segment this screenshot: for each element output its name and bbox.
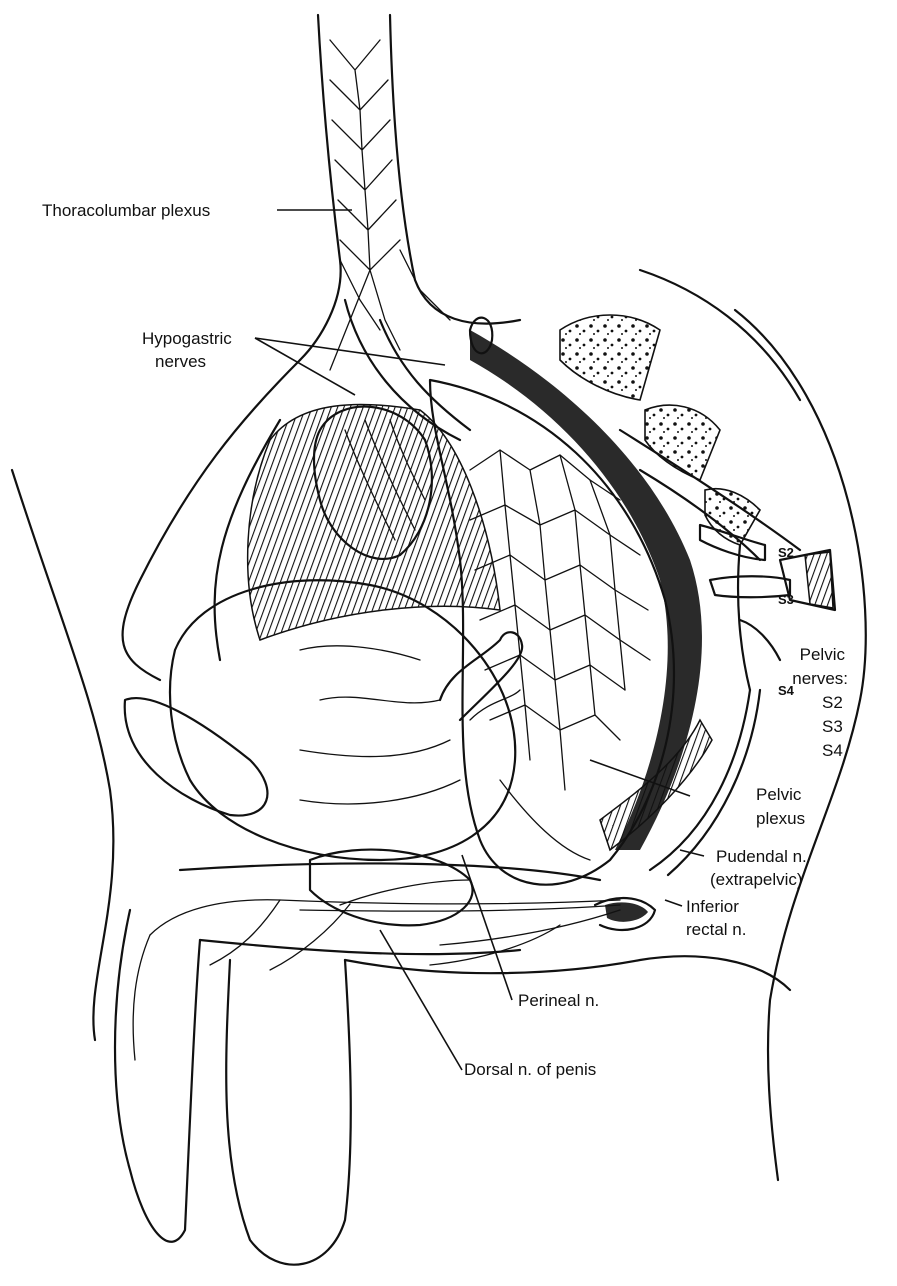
ureter-stub bbox=[440, 632, 522, 720]
leader-dorsal-penis bbox=[380, 930, 462, 1070]
body-outline-right bbox=[735, 310, 866, 1180]
label-pelvic-nerves-s4: S4 bbox=[822, 741, 843, 760]
label-pelvic-nerves-s2: S2 bbox=[822, 693, 843, 712]
label-pelvic-nerves-s3: S3 bbox=[822, 717, 843, 736]
label-thoracolumbar-plexus: Thoracolumbar plexus bbox=[42, 201, 210, 220]
body-outline-left bbox=[12, 470, 113, 1040]
label-s2-root: S2 bbox=[778, 545, 794, 560]
label-perineal-nerve: Perineal n. bbox=[518, 991, 599, 1010]
label-pelvic-plexus-line2: plexus bbox=[756, 809, 805, 828]
label-hypogastric-line1: Hypogastric bbox=[142, 329, 232, 348]
label-dorsal-nerve-of-penis: Dorsal n. of penis bbox=[464, 1060, 596, 1079]
label-pudendal-line2: (extrapelvic) bbox=[710, 870, 803, 889]
label-hypogastric-line2: nerves bbox=[155, 352, 206, 371]
label-inferior-rectal-line1: Inferior bbox=[686, 897, 739, 916]
label-pelvic-nerves-line2: nerves: bbox=[792, 669, 848, 688]
label-pelvic-nerves-line1: Pelvic bbox=[800, 645, 846, 664]
penis-outline bbox=[115, 863, 600, 1241]
label-s3-root: S3 bbox=[778, 592, 794, 607]
pubic-bone bbox=[125, 698, 268, 815]
leader-perineal bbox=[462, 855, 512, 1000]
label-inferior-rectal-line2: rectal n. bbox=[686, 920, 746, 939]
aorta-left-wall bbox=[300, 15, 341, 360]
label-pelvic-plexus-line1: Pelvic bbox=[756, 785, 802, 804]
leader-hypogastric-1 bbox=[255, 338, 445, 365]
leader-inferior-rectal bbox=[665, 900, 682, 906]
prostate bbox=[310, 850, 473, 926]
labels: Thoracolumbar plexus Hypogastric nerves … bbox=[42, 201, 848, 1079]
pelvic-plexus-network bbox=[470, 450, 650, 860]
scrotum bbox=[226, 960, 351, 1265]
label-pudendal-line1: Pudendal n. bbox=[716, 847, 807, 866]
dorsal-nerve-of-penis bbox=[133, 900, 620, 1060]
body-outline-back bbox=[640, 270, 800, 400]
aorta-right-wall bbox=[390, 15, 520, 324]
thoracolumbar-network bbox=[330, 40, 450, 370]
